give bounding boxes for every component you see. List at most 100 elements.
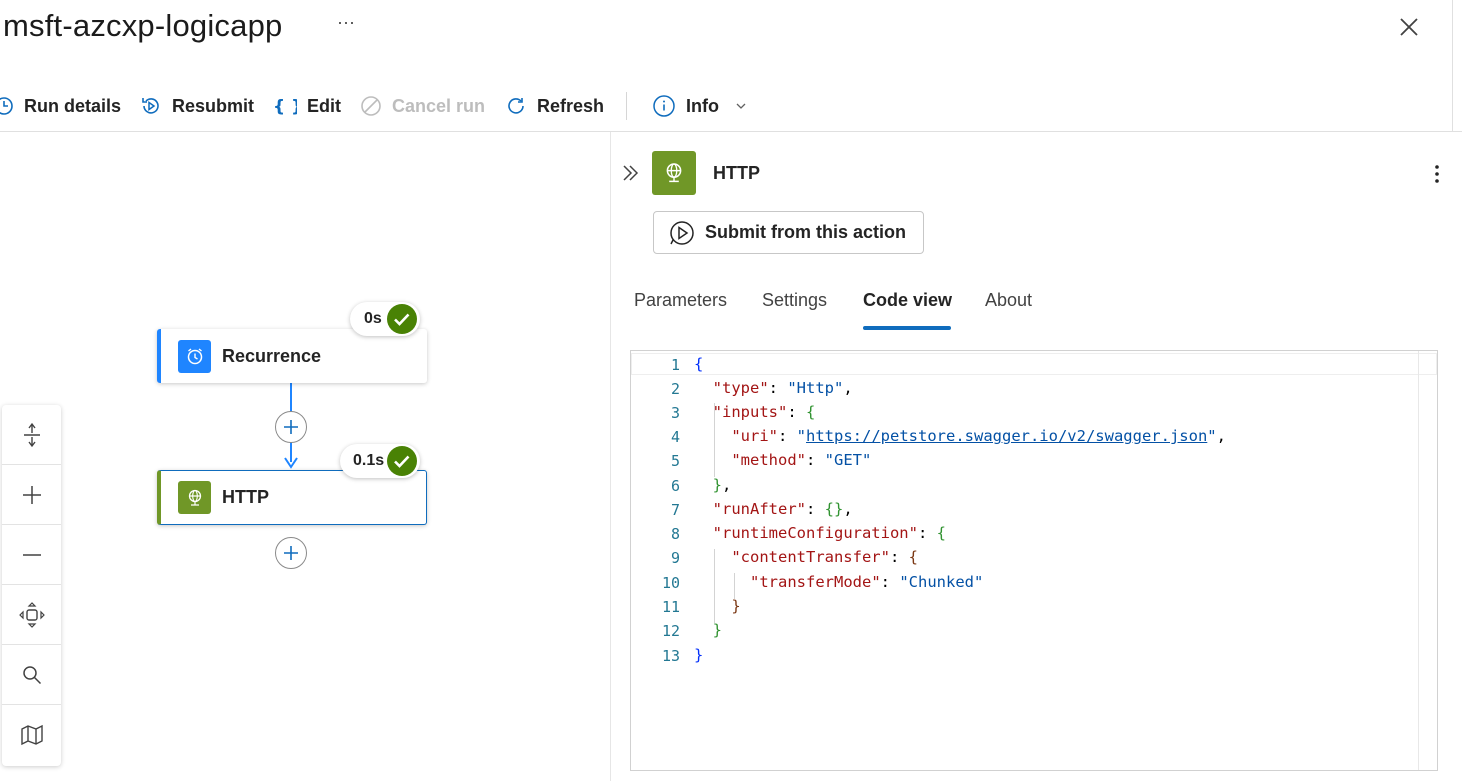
toolbar-separator <box>0 131 1462 132</box>
active-tab-indicator <box>863 326 951 330</box>
run-details-button[interactable]: Run details <box>0 90 121 122</box>
code-line: "transferMode": "Chunked" <box>750 573 984 591</box>
close-icon <box>1400 18 1418 36</box>
check-circle-icon <box>387 446 417 476</box>
flow-connectors <box>284 383 298 469</box>
plus-icon <box>284 546 298 560</box>
more-vertical-icon <box>1435 165 1439 183</box>
map-icon <box>20 724 43 746</box>
code-line: "type": "Http", <box>712 379 853 397</box>
cancel-icon <box>361 96 381 116</box>
indent-guide <box>714 403 715 477</box>
info-button[interactable]: Info <box>652 90 747 122</box>
line-number: 10 <box>661 574 680 592</box>
fit-view-button[interactable] <box>2 585 61 645</box>
indent-guide <box>734 573 735 599</box>
indent-guide <box>714 549 715 623</box>
tab-parameters[interactable]: Parameters <box>634 290 728 310</box>
search-button[interactable] <box>2 645 61 705</box>
uri-link[interactable]: https://petstore.swagger.io/v2/swagger.j… <box>806 427 1208 445</box>
cancel-run-button[interactable]: Cancel run <box>360 90 485 122</box>
panel-divider <box>610 132 611 781</box>
recurrence-status-badge: 0s <box>350 302 420 336</box>
code-line: "runAfter": {}, <box>712 500 853 518</box>
plus-icon <box>22 485 41 504</box>
code-line: "inputs": { <box>712 403 816 421</box>
line-number: 2 <box>670 380 680 398</box>
submit-from-action-label: Submit from this action <box>705 222 907 242</box>
search-icon <box>22 665 41 684</box>
recurrence-duration: 0s <box>364 310 382 327</box>
line-number: 5 <box>670 452 680 470</box>
line-number: 7 <box>670 501 680 519</box>
fit-view-icon <box>18 601 45 628</box>
refresh-icon <box>508 98 524 114</box>
zoom-out-button[interactable] <box>2 525 61 585</box>
code-braces-icon: { } <box>273 97 297 117</box>
submit-from-action-button[interactable]: Submit from this action <box>653 211 924 254</box>
resubmit-icon <box>142 98 159 114</box>
code-line: "contentTransfer": { <box>731 548 918 566</box>
line-number: 3 <box>670 404 680 422</box>
line-number: 9 <box>670 549 680 567</box>
code-line: } <box>731 597 741 615</box>
add-action-button[interactable] <box>275 537 307 569</box>
line-number: 6 <box>670 477 680 495</box>
add-action-button[interactable] <box>275 411 307 443</box>
refresh-label: Refresh <box>537 95 605 116</box>
check-circle-icon <box>387 304 417 334</box>
http-action-icon <box>652 151 696 195</box>
toolbar-divider <box>626 92 627 120</box>
code-line: "method": "GET" <box>731 451 872 469</box>
info-label: Info <box>686 95 719 116</box>
resubmit-label: Resubmit <box>172 95 255 116</box>
double-chevron-right-icon <box>623 165 639 181</box>
code-line: }, <box>712 476 732 494</box>
collapse-panel-button[interactable] <box>620 162 640 189</box>
code-line: "runtimeConfiguration": { <box>712 524 946 542</box>
expand-vertical-icon <box>23 422 40 447</box>
http-status-badge: 0.1s <box>340 444 420 478</box>
info-icon <box>653 95 675 117</box>
http-label: HTTP <box>222 487 269 507</box>
zoom-in-button[interactable] <box>2 465 61 525</box>
code-line: { <box>694 355 704 373</box>
tab-settings[interactable]: Settings <box>762 290 828 310</box>
plus-icon <box>284 420 298 434</box>
more-options-button[interactable]: ··· <box>337 12 355 32</box>
recurrence-label: Recurrence <box>222 345 322 366</box>
play-circle-icon <box>670 220 694 245</box>
edit-button[interactable]: { } Edit <box>273 90 341 122</box>
globe-icon <box>178 481 211 514</box>
line-number: 11 <box>661 598 680 616</box>
http-node[interactable]: HTTP <box>157 470 427 525</box>
resubmit-button[interactable]: Resubmit <box>140 90 254 122</box>
page-title: msft-azcxp-logicapp <box>3 8 283 43</box>
editor-scrollbar-track[interactable] <box>1418 351 1419 770</box>
code-line: } <box>712 621 723 639</box>
code-editor[interactable] <box>630 350 1438 771</box>
run-details-label: Run details <box>24 95 122 116</box>
svg-text:{ }: { } <box>273 97 297 117</box>
line-number: 8 <box>670 525 680 543</box>
tab-about[interactable]: About <box>985 290 1033 310</box>
minimap-button[interactable] <box>2 705 61 765</box>
line-number: 13 <box>661 647 680 665</box>
code-line: } <box>694 646 704 664</box>
tab-code-view[interactable]: Code view <box>863 290 953 310</box>
line-number: 4 <box>670 428 680 446</box>
http-duration: 0.1s <box>353 452 385 469</box>
history-icon <box>0 97 13 115</box>
close-button[interactable] <box>1396 14 1422 40</box>
refresh-button[interactable]: Refresh <box>505 90 604 122</box>
line-number: 12 <box>661 622 680 640</box>
current-line-highlight <box>631 353 1437 375</box>
recurrence-node[interactable]: Recurrence <box>157 329 427 383</box>
line-number: 1 <box>670 356 680 374</box>
panel-more-button[interactable] <box>1431 163 1443 190</box>
action-title: HTTP <box>713 163 760 183</box>
code-line: "uri": "https://petstore.swagger.io/v2/s… <box>731 427 1226 445</box>
canvas-controls <box>2 405 61 766</box>
cancel-run-label: Cancel run <box>392 95 486 116</box>
fit-height-button[interactable] <box>2 405 61 465</box>
